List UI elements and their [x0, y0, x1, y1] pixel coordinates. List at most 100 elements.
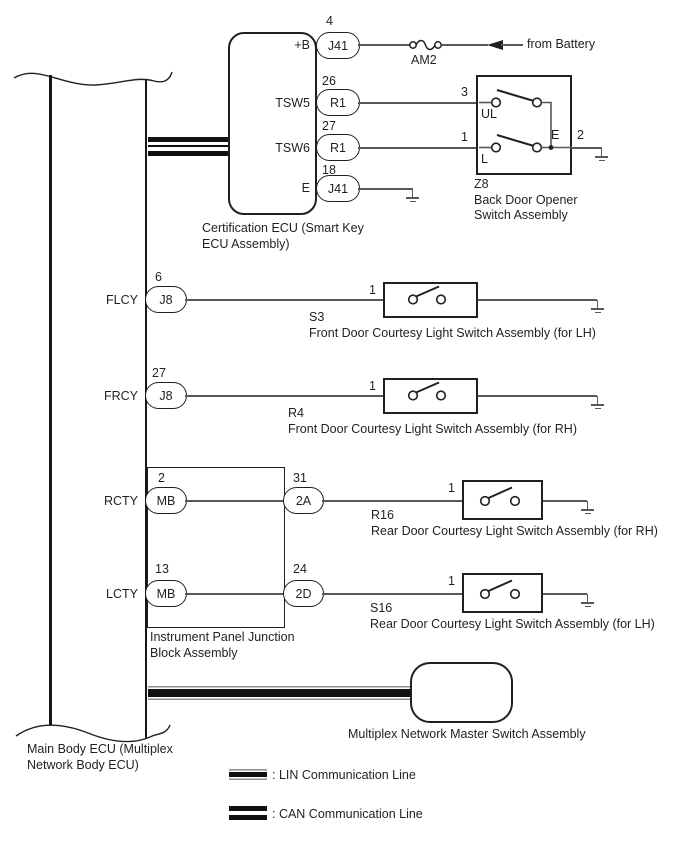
- connector-j41-e-label: J41: [327, 181, 349, 196]
- main-body-ecu-right-edge: [144, 80, 148, 738]
- main-body-ecu-top-break-line: [13, 71, 173, 86]
- switch-contact-icon: [479, 486, 521, 507]
- pin-number-1-s16: 1: [448, 574, 455, 588]
- wire-e-to-ground: [358, 188, 413, 190]
- junction-block-label-line1: Instrument Panel Junction: [150, 630, 295, 644]
- connector-r1-tsw6: R1: [316, 134, 360, 161]
- wire-flcy-left: [185, 299, 413, 301]
- master-switch-label: Multiplex Network Master Switch Assembly: [348, 727, 586, 741]
- connector-r1-tsw6-label: R1: [330, 140, 346, 155]
- connector-2a: 2A: [283, 487, 324, 514]
- wire-arrow-tail: [501, 44, 523, 46]
- pin-number-24: 24: [293, 562, 307, 576]
- legend-lin-label: : LIN Communication Line: [272, 768, 416, 782]
- s16-switch-box: [462, 573, 543, 613]
- switch-contact-icon: [407, 381, 447, 401]
- connector-j41-b-label: J41: [327, 38, 349, 53]
- connector-2d-label: 2D: [295, 586, 312, 601]
- pin-name-e: E: [301, 181, 310, 195]
- connector-2a-label: 2A: [295, 493, 312, 508]
- ground-icon: [405, 189, 420, 204]
- pin-number-2-rcty: 2: [158, 471, 165, 485]
- r16-name: Rear Door Courtesy Light Switch Assembly…: [371, 524, 658, 538]
- certification-ecu-box: [228, 32, 317, 215]
- pin-name-tsw5: TSW5: [275, 96, 310, 110]
- certification-ecu-label-line2: ECU Assembly): [202, 237, 290, 251]
- pin-name-frcy: FRCY: [103, 389, 138, 403]
- connector-j41-b: J41: [316, 32, 360, 59]
- pin-number-1-s3: 1: [369, 283, 376, 297]
- connector-mb-rcty: MB: [145, 487, 187, 514]
- pin-number-27-frcy: 27: [152, 366, 166, 380]
- fuse-am2-icon: [409, 39, 442, 51]
- connector-mb-rcty-label: MB: [156, 493, 176, 508]
- wire-flcy-right: [413, 299, 597, 301]
- connector-j8-flcy: J8: [145, 286, 187, 313]
- connector-j8-frcy: J8: [145, 382, 187, 409]
- s16-name: Rear Door Courtesy Light Switch Assembly…: [370, 617, 655, 631]
- connector-mb-lcty: MB: [145, 580, 187, 607]
- terminal-e-label: E: [551, 128, 560, 142]
- back-door-switch-box: [476, 75, 572, 175]
- can-line-swatch-icon: [229, 806, 267, 820]
- s3-name: Front Door Courtesy Light Switch Assembl…: [309, 326, 596, 340]
- r16-switch-box: [462, 480, 543, 520]
- wire-b-to-fuse: [358, 44, 410, 46]
- ground-icon: [580, 501, 595, 516]
- r16-code: R16: [371, 508, 394, 522]
- pin-number-31: 31: [293, 471, 307, 485]
- back-door-switch-label-line2: Switch Assembly: [474, 208, 568, 222]
- lin-line-swatch-icon: [229, 769, 267, 780]
- wire-backdoor-e-out: [571, 147, 602, 149]
- pin-number-6: 6: [155, 270, 162, 284]
- fuse-am2-label: AM2: [411, 53, 437, 67]
- pin-name-lcty: LCTY: [106, 587, 138, 601]
- from-battery-arrow-icon: [487, 40, 503, 50]
- r4-name: Front Door Courtesy Light Switch Assembl…: [288, 422, 577, 436]
- wire-frcy-right: [413, 395, 597, 397]
- wire-lcty-jb: [185, 593, 285, 595]
- pin-number-2: 2: [577, 128, 584, 142]
- back-door-switch-code: Z8: [474, 177, 489, 191]
- connector-mb-lcty-label: MB: [156, 586, 176, 601]
- pin-name-flcy: FLCY: [106, 293, 138, 307]
- back-door-switch-contacts-icon: [479, 89, 572, 153]
- wire-rcty-mid: [322, 500, 487, 502]
- pin-name-tsw6: TSW6: [275, 141, 310, 155]
- ground-icon: [580, 594, 595, 609]
- main-body-ecu-label-line2: Network Body ECU): [27, 758, 139, 772]
- r4-switch-box: [383, 378, 478, 414]
- main-body-ecu-left-edge: [49, 75, 52, 725]
- terminal-l-label: L: [481, 152, 488, 166]
- pin-number-1-r4: 1: [369, 379, 376, 393]
- pin-number-1-backdoor: 1: [461, 130, 468, 144]
- connector-j8-frcy-label: J8: [159, 388, 173, 403]
- back-door-switch-label-line1: Back Door Opener: [474, 193, 578, 207]
- connector-j41-e: J41: [316, 175, 360, 202]
- ground-icon: [590, 300, 605, 315]
- certification-ecu-label-line1: Certification ECU (Smart Key: [202, 221, 364, 235]
- terminal-ul-label: UL: [481, 107, 497, 121]
- wire-tsw6: [358, 147, 496, 149]
- from-battery-label: from Battery: [527, 37, 596, 51]
- ground-icon: [590, 396, 605, 411]
- can-communication-line-segment: [148, 137, 228, 156]
- connector-r1-tsw5-label: R1: [330, 95, 346, 110]
- pin-name-rcty: RCTY: [103, 494, 138, 508]
- ground-icon: [594, 148, 609, 163]
- pin-number-27: 27: [322, 119, 336, 133]
- pin-name-b: +B: [294, 38, 310, 52]
- main-body-ecu-bottom-break-line: [15, 724, 171, 743]
- legend-can-label: : CAN Communication Line: [272, 807, 423, 821]
- wire-fuse-to-arrow: [442, 44, 488, 46]
- pin-number-3: 3: [461, 85, 468, 99]
- master-switch-box: [410, 662, 513, 723]
- wire-tsw5: [358, 102, 496, 104]
- main-body-ecu-label-line1: Main Body ECU (Multiplex: [27, 742, 173, 756]
- connector-j8-flcy-label: J8: [159, 292, 173, 307]
- wire-rcty-jb: [185, 500, 285, 502]
- connector-2d: 2D: [283, 580, 324, 607]
- r4-code: R4: [288, 406, 304, 420]
- switch-contact-icon: [479, 579, 521, 600]
- pin-number-26: 26: [322, 74, 336, 88]
